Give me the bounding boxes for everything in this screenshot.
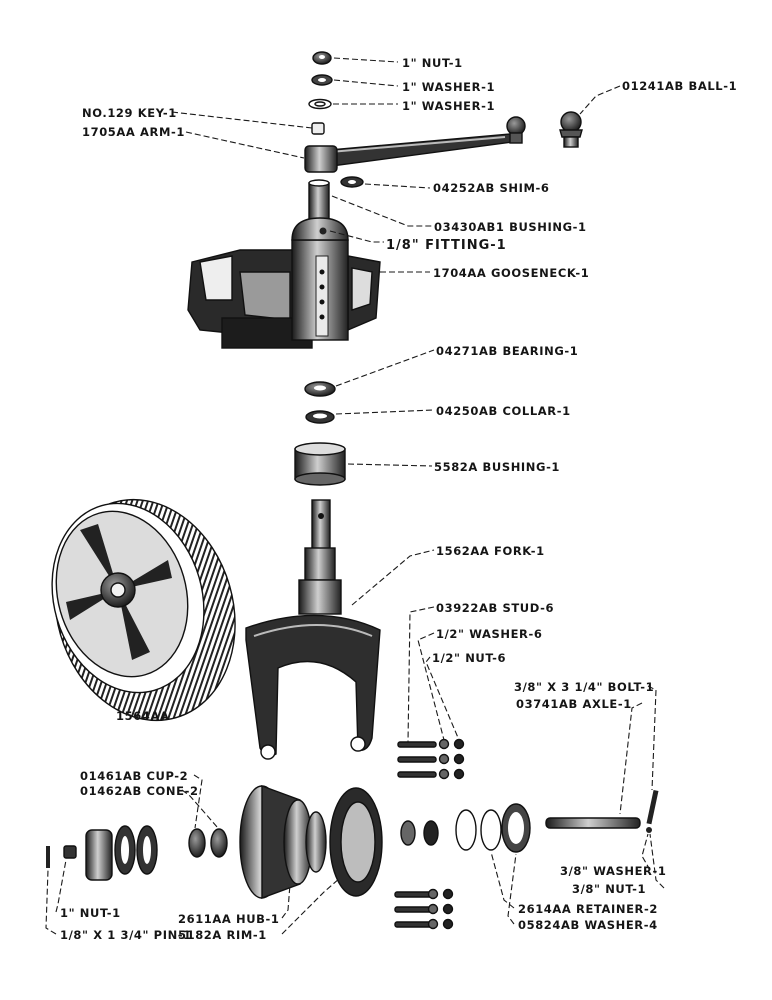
ball-part (559, 111, 583, 148)
cup-cone-left (114, 825, 158, 875)
gooseneck-part (187, 217, 381, 349)
collar-part (305, 410, 335, 424)
leader-lines (45, 57, 665, 935)
label-fork: 1562AA FORK-1 (436, 544, 545, 558)
pin-part (46, 846, 50, 868)
washer-b-part (308, 98, 332, 110)
stud-set-upper (397, 738, 465, 780)
label-cone: 01462AB CONE-2 (80, 784, 199, 798)
arm-part (304, 116, 526, 173)
label-ball: 01241AB BALL-1 (622, 79, 737, 93)
label-washer-38: 3/8" WASHER-1 (560, 864, 666, 878)
hub-nut-part (85, 829, 113, 881)
label-nut-half: 1/2" NUT-6 (432, 651, 506, 665)
hub-part (239, 784, 327, 900)
retainer-part (455, 803, 531, 853)
label-cup: 01461AB CUP-2 (80, 769, 188, 783)
wheel-part (51, 498, 236, 722)
nut-38-part (646, 827, 652, 833)
label-key: NO.129 KEY-1 (82, 106, 177, 120)
label-washer-half: 1/2" WASHER-6 (436, 627, 542, 641)
bushing-top-part (308, 179, 330, 220)
label-nut-38: 3/8" NUT-1 (572, 882, 646, 896)
rim-part (329, 787, 383, 897)
cup-part (188, 828, 206, 858)
label-hub: 2611AA HUB-1 (178, 912, 280, 926)
label-gooseneck: 1704AA GOOSENECK-1 (433, 266, 589, 280)
stud-set-lower (394, 888, 454, 930)
label-rim: 5182A RIM-1 (178, 928, 267, 942)
axle-part (545, 817, 641, 829)
label-collar: 04250AB COLLAR-1 (436, 404, 571, 418)
nut-bottom-part (63, 845, 77, 859)
label-nut-bottom: 1" NUT-1 (60, 906, 121, 920)
label-bushing-top: 03430AB1 BUSHING-1 (434, 220, 587, 234)
bolt-part (646, 789, 659, 825)
label-pin: 1/8" X 1 3/4" PIN-1 (60, 928, 192, 942)
label-washer-4: 05824AB WASHER-4 (518, 918, 658, 932)
label-fitting: 1/8" FITTING-1 (386, 238, 507, 253)
axle-washers (400, 820, 439, 846)
shim-part (340, 176, 364, 188)
label-bushing-mid: 5582A BUSHING-1 (434, 460, 560, 474)
cone-part (210, 828, 228, 858)
nut-top-part (312, 51, 332, 65)
label-retainer: 2614AA RETAINER-2 (518, 902, 658, 916)
bushing-mid-part (294, 442, 346, 486)
label-arm: 1705AA ARM-1 (82, 125, 185, 139)
label-bolt: 3/8" X 3 1/4" BOLT-1 (514, 680, 654, 694)
label-washer-b: 1" WASHER-1 (402, 99, 495, 113)
key-part (311, 122, 325, 135)
fork-part (245, 499, 381, 760)
bearing-part (304, 381, 336, 397)
label-nut-top: 1" NUT-1 (402, 56, 463, 70)
label-stud: 03922AB STUD-6 (436, 601, 554, 615)
label-shim: 04252AB SHIM-6 (433, 181, 549, 195)
label-washer-a: 1" WASHER-1 (402, 80, 495, 94)
washer-a-part (311, 74, 333, 86)
label-bearing: 04271AB BEARING-1 (436, 344, 578, 358)
label-axle: 03741AB AXLE-1 (516, 697, 632, 711)
label-wheel: 1564AA (116, 709, 169, 723)
